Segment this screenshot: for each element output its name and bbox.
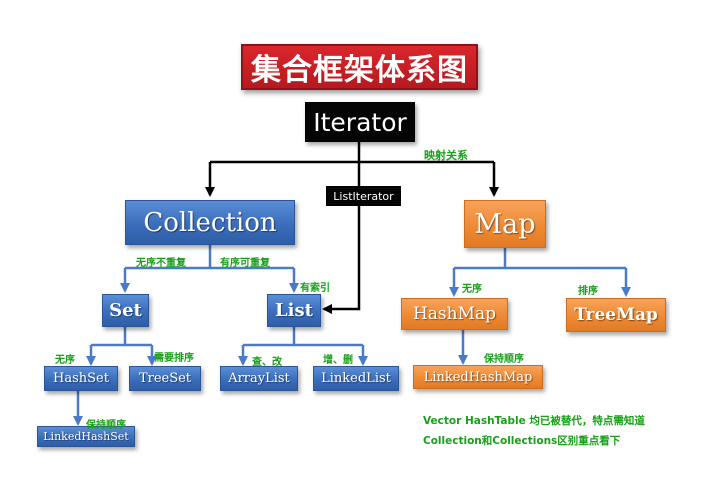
- node-list-iterator: ListIterator: [326, 186, 401, 206]
- label-unordered-unique: 无序不重复: [136, 258, 186, 269]
- node-iterator: Iterator: [305, 102, 415, 142]
- note-line-1: Vector HashTable 均已被替代，特点需知道: [423, 415, 645, 427]
- node-collection: Collection: [125, 200, 295, 245]
- collection-connectors: [73, 244, 368, 426]
- label-map-unordered: 无序: [462, 284, 482, 295]
- label-ordered-repeatable: 有序可重复: [220, 258, 270, 269]
- diagram-title: 集合框架体系图: [241, 44, 478, 90]
- label-set-unordered: 无序: [55, 355, 75, 366]
- node-linked-list: LinkedList: [313, 366, 399, 391]
- collection-to-set-arrow: [125, 266, 294, 291]
- node-linked-hash-set: LinkedHashSet: [37, 426, 135, 447]
- set-to-hashset-arrow: [91, 343, 152, 364]
- node-hash-map: HashMap: [401, 298, 508, 330]
- listiterator-to-list-arrow: [322, 206, 361, 314]
- label-needs-sorting: 需要排序: [154, 353, 194, 364]
- node-list: List: [267, 294, 321, 327]
- node-set: Set: [102, 294, 149, 327]
- map-connectors: [454, 248, 631, 365]
- label-mapping: 映射关系: [424, 149, 468, 162]
- iterator-connectors: [210, 141, 499, 314]
- list-to-arraylist-arrow: [243, 343, 363, 364]
- node-hash-set: HashSet: [44, 366, 118, 391]
- map-to-hashmap-arrow: [454, 266, 626, 295]
- label-keep-order-map: 保持顺序: [484, 354, 524, 365]
- label-query-modify: 查、改: [252, 357, 282, 368]
- iterator-to-collection-arrow: [210, 160, 494, 195]
- note-line-2: Collection和Collections区别重点看下: [423, 435, 621, 447]
- label-add-delete: 增、删: [323, 355, 353, 366]
- node-array-list: ArrayList: [220, 366, 298, 391]
- node-map: Map: [464, 200, 546, 248]
- label-map-sorted: 排序: [578, 286, 598, 297]
- node-linked-hash-map: LinkedHashMap: [413, 365, 543, 389]
- label-keep-order-set: 保持顺序: [86, 420, 126, 431]
- node-tree-map: TreeMap: [566, 298, 666, 332]
- label-indexed: 有索引: [300, 283, 330, 294]
- node-tree-set: TreeSet: [129, 366, 201, 391]
